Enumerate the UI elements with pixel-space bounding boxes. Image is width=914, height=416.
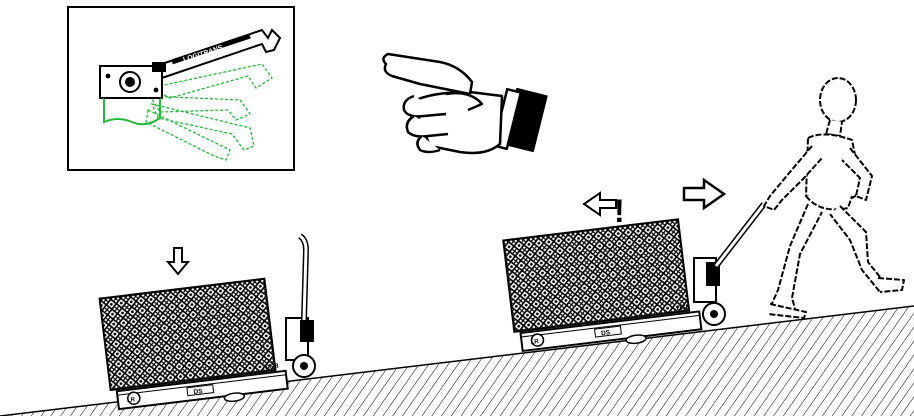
pallet-truck-right: ! LR DS DSB bbox=[502, 191, 767, 353]
pallet-truck-left: LR DS DSB bbox=[98, 233, 316, 411]
arrow-down-icon bbox=[165, 247, 191, 276]
handle-ghost-positions bbox=[145, 63, 273, 161]
pointing-hand-icon bbox=[382, 52, 548, 155]
drive-unit-right bbox=[693, 202, 767, 326]
load-pallet-left bbox=[98, 277, 277, 392]
drive-unit-left bbox=[285, 233, 316, 378]
plate-label-dsb-left: DSB bbox=[265, 363, 280, 372]
plate-label-ds-right: DS bbox=[601, 329, 611, 337]
truck-right-badge: LR bbox=[530, 339, 539, 346]
plate-label-ds-left: DS bbox=[193, 388, 203, 396]
warning-mark: ! bbox=[614, 193, 625, 229]
plate-label-dsb-right: DSB bbox=[676, 303, 691, 312]
load-pallet-right bbox=[502, 218, 691, 333]
handle-tiller-icon: LOGITRANS bbox=[99, 28, 282, 126]
handle-position-inset: LOGITRANS bbox=[67, 6, 295, 171]
truck-left-badge: LR bbox=[127, 397, 136, 404]
arrow-left-icon bbox=[582, 191, 617, 217]
walking-operator-icon bbox=[763, 77, 905, 319]
arrow-right-icon bbox=[682, 177, 727, 211]
